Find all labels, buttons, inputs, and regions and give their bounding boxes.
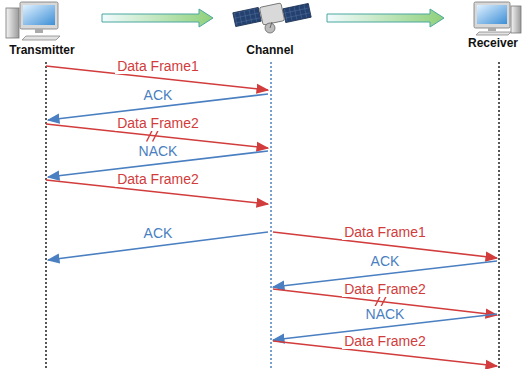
device-name: Receiver	[464, 36, 522, 50]
message-label: Data Frame2	[115, 115, 201, 131]
flow-arrow	[327, 9, 444, 27]
message-label: Data Frame2	[342, 281, 428, 297]
flow-arrow	[102, 9, 213, 27]
computer-icon	[474, 2, 521, 35]
device-name: Transmitter	[2, 43, 82, 57]
message-label: ACK	[369, 253, 402, 269]
break-mark	[147, 130, 153, 142]
message-label: NACK	[137, 143, 180, 159]
message-label: ACK	[142, 87, 175, 103]
computer-icon	[6, 2, 60, 40]
message-label: Data Frame1	[115, 58, 201, 74]
device-node: Channel	[233, 0, 307, 57]
message-label: Data Frame2	[342, 333, 428, 349]
device-node: Receiver	[464, 0, 522, 50]
message-label: Data Frame1	[342, 224, 428, 240]
satellite-icon	[233, 3, 311, 33]
message-arrows	[46, 66, 497, 366]
message-label: Data Frame2	[115, 171, 201, 187]
break-mark	[153, 130, 159, 142]
lifeline	[45, 62, 47, 369]
lifeline	[270, 62, 272, 369]
device-name: Channel	[233, 43, 307, 57]
device-node: Transmitter	[2, 0, 82, 57]
message-label: ACK	[142, 225, 175, 241]
message-label: NACK	[364, 306, 407, 322]
lifeline	[498, 62, 500, 369]
